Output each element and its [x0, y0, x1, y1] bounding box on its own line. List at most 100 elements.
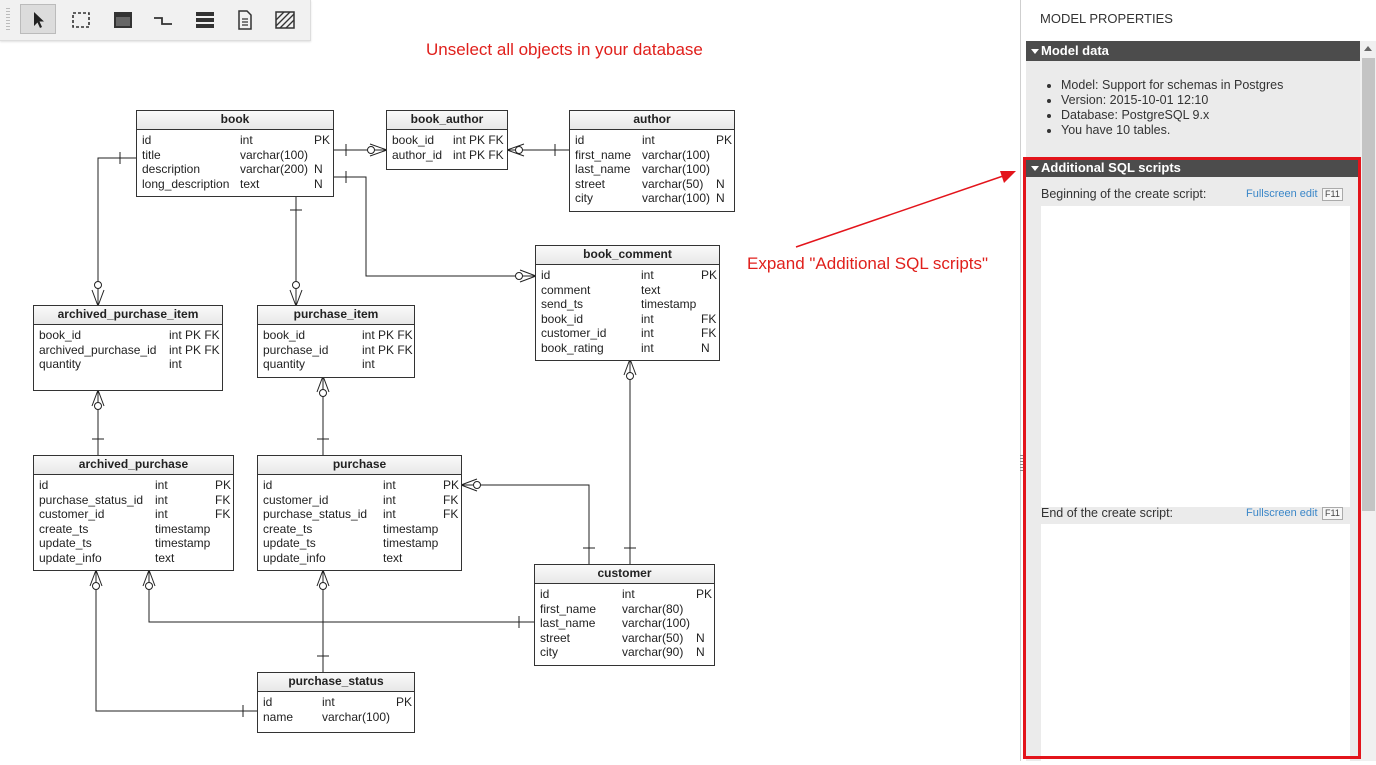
scroll-thumb[interactable]	[1362, 58, 1375, 511]
column-type: int	[641, 326, 654, 340]
column-flag: N	[701, 340, 710, 355]
column-type: varchar(50)	[642, 176, 704, 191]
reference-tool-button[interactable]	[144, 4, 180, 34]
begin-script-textarea[interactable]	[1041, 206, 1350, 507]
column-type: int PK FK	[453, 147, 504, 162]
toolbar-grip[interactable]	[6, 8, 10, 32]
column-type: int	[383, 478, 396, 492]
column-type: timestamp	[383, 521, 439, 536]
model-data-header[interactable]: Model data	[1026, 41, 1360, 61]
panel-scrollbar[interactable]	[1360, 41, 1376, 761]
scroll-up-icon[interactable]	[1364, 46, 1372, 51]
column-name: id	[39, 478, 49, 492]
panel-splitter-handle[interactable]	[1020, 455, 1026, 471]
column-type: varchar(100)	[322, 709, 391, 724]
column-flag: PK	[701, 268, 718, 282]
column-type: varchar(100)	[240, 147, 309, 162]
column-type: int	[383, 492, 396, 507]
end-fullscreen-edit-link[interactable]: Fullscreen edit	[1246, 507, 1318, 519]
view-tool-button[interactable]	[186, 4, 222, 34]
column-name: city	[575, 191, 593, 205]
begin-fullscreen-edit-link[interactable]: Fullscreen edit	[1246, 188, 1318, 200]
end-script-textarea[interactable]	[1041, 524, 1350, 765]
note-tool-button[interactable]	[226, 4, 262, 34]
table-title: author	[570, 111, 734, 130]
additional-sql-scripts-header[interactable]: Additional SQL scripts	[1026, 158, 1360, 178]
additional-sql-scripts-body: Beginning of the create script: Fullscre…	[1026, 177, 1360, 765]
view-icon	[196, 12, 214, 28]
expand-caret-icon	[1031, 49, 1039, 54]
select-tool-button[interactable]	[20, 4, 56, 34]
column-flag: FK	[701, 326, 717, 340]
table-tool-button[interactable]	[104, 4, 140, 34]
marquee-tool-button[interactable]	[62, 4, 98, 34]
column-flag: N	[314, 162, 323, 176]
toolbar	[0, 0, 311, 41]
model-data-title: Model data	[1041, 43, 1109, 58]
column-name: quantity	[263, 357, 306, 371]
column-name: update_ts	[263, 536, 316, 550]
area-tool-button[interactable]	[266, 4, 302, 34]
column-row[interactable]: quantity int	[258, 357, 414, 372]
column-type: varchar(80)	[622, 601, 684, 616]
model-info-item: Version: 2015-10-01 12:10	[1061, 93, 1360, 108]
end-shortcut-badge: F11	[1322, 507, 1343, 520]
column-type: text	[155, 550, 175, 565]
column-type: int	[641, 268, 654, 282]
column-type: int	[240, 133, 253, 147]
column-type: int	[362, 357, 375, 371]
